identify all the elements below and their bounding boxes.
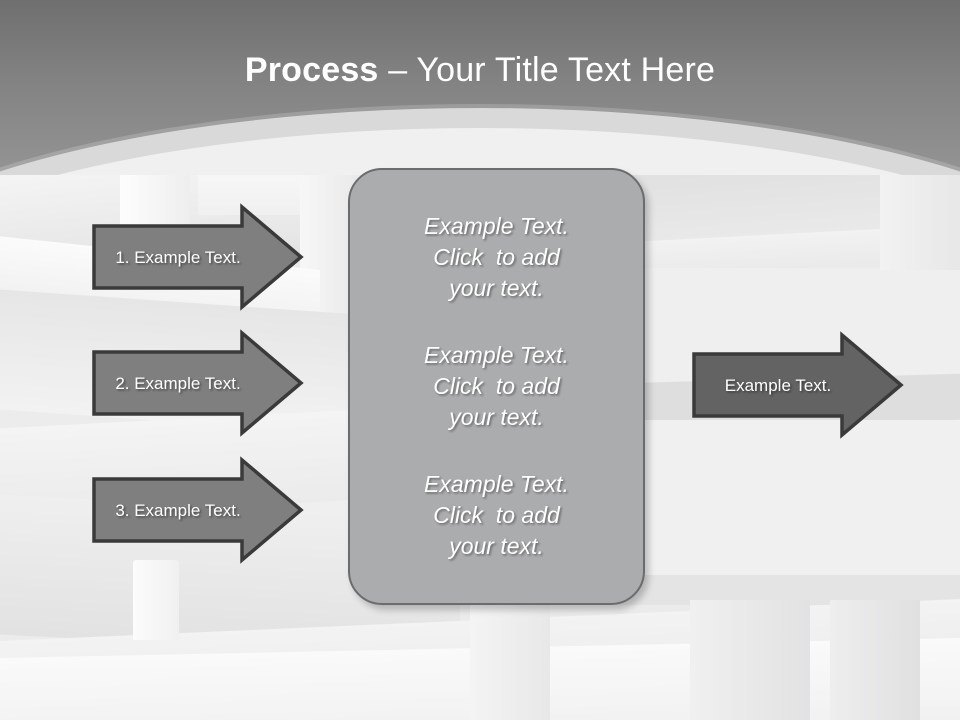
- background-plane: [470, 600, 550, 720]
- panel-line: Click to add: [433, 373, 560, 399]
- process-step-label-2: 2. Example Text.: [115, 373, 241, 393]
- background-plane: [690, 600, 810, 720]
- page-title-strong: Process: [244, 51, 379, 89]
- panel-line: Click to add: [433, 502, 560, 528]
- panel-text-block-3: Example Text. Click to add your text.: [376, 469, 617, 562]
- title-banner: [0, 0, 960, 175]
- right-arrow-icon: [92, 456, 304, 564]
- panel-line: your text.: [449, 404, 544, 430]
- right-arrow-icon: [92, 203, 304, 311]
- process-step-arrow-2[interactable]: 2. Example Text.: [92, 329, 304, 437]
- background-plane: [133, 560, 179, 640]
- process-step-label-3: 3. Example Text.: [115, 500, 241, 520]
- panel-text-block-2: Example Text. Click to add your text.: [376, 340, 617, 433]
- page-title: Process – Your Title Text Here: [0, 48, 960, 92]
- panel-line: your text.: [449, 275, 544, 301]
- center-content-panel[interactable]: Example Text. Click to add your text. Ex…: [348, 168, 645, 605]
- panel-line: Example Text.: [424, 213, 569, 239]
- panel-line: Example Text.: [424, 471, 569, 497]
- page-title-rest: – Your Title Text Here: [378, 51, 716, 89]
- right-arrow-icon: [692, 331, 904, 439]
- right-arrow-icon: [92, 329, 304, 437]
- process-step-arrow-3[interactable]: 3. Example Text.: [92, 456, 304, 564]
- panel-line: your text.: [449, 533, 544, 559]
- process-step-label-1: 1. Example Text.: [115, 247, 241, 267]
- outcome-arrow[interactable]: Example Text.: [692, 331, 904, 439]
- process-step-arrow-1[interactable]: 1. Example Text.: [92, 203, 304, 311]
- panel-line: Example Text.: [424, 342, 569, 368]
- background-plane: [600, 420, 960, 580]
- outcome-arrow-label: Example Text.: [724, 375, 832, 395]
- panel-line: Click to add: [433, 244, 560, 270]
- panel-text-block-1: Example Text. Click to add your text.: [376, 211, 617, 304]
- background-plane: [830, 600, 920, 720]
